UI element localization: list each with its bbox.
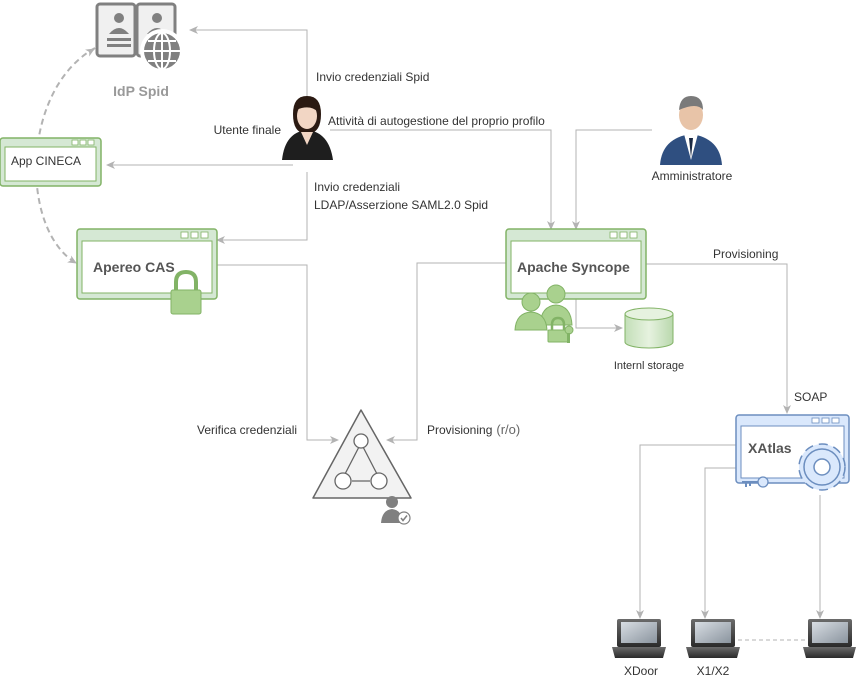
internal-storage-node: Internl storage <box>614 307 684 372</box>
edge-syncope-ldap <box>386 262 506 444</box>
x1x2-label: X1/X2 <box>697 664 730 677</box>
edge-xatlas-xdoor <box>636 444 736 619</box>
laptop-icon <box>686 619 740 658</box>
padlock-icon <box>170 269 202 315</box>
edge-admin-syncope <box>572 129 652 230</box>
apache-syncope-label: Apache Syncope <box>517 259 630 275</box>
edge-cas-ldap <box>217 264 339 444</box>
label-provisioning-ro: Provisioning(r/o) <box>427 422 520 437</box>
utente-finale-label: Utente finale <box>214 123 282 137</box>
apereo-cas-node: Apereo CAS <box>76 228 218 315</box>
xatlas-label: XAtlas <box>748 440 792 456</box>
label-invio-spid: Invio credenziali Spid <box>316 70 429 84</box>
label-invio-ldap-1: Invio credenziali <box>314 180 400 194</box>
gear-icon <box>798 443 846 491</box>
edge-utente-syncope <box>330 129 555 230</box>
amministratore-node: Amministratore <box>652 96 733 183</box>
edge-idp-cas-dashed-head <box>85 48 95 57</box>
laptop-x1x2: X1/X2 <box>686 619 740 677</box>
apache-syncope-node: Apache Syncope <box>505 228 647 343</box>
idp-spid-node: IdP Spid <box>95 2 184 99</box>
directory-triangle-icon <box>312 409 412 499</box>
xdoor-label: XDoor <box>624 664 658 677</box>
laptop-icon <box>803 619 856 658</box>
app-cineca-label: App CINECA <box>11 154 81 168</box>
edge-xatlas-x1x2 <box>701 467 736 619</box>
utente-finale-node: Utente finale <box>214 96 333 160</box>
xatlas-node: XAtlas <box>735 414 850 491</box>
edge-syncope-storage <box>575 298 623 332</box>
label-invio-ldap-2: LDAP/Asserzione SAML2.0 Spid <box>314 198 488 212</box>
edge-syncope-xatlas <box>646 263 791 414</box>
key-icon <box>742 476 769 488</box>
businessman-user-icon <box>660 96 722 165</box>
label-autogestione: Attività di autogestione del proprio pro… <box>328 114 545 128</box>
directory-node <box>312 409 412 525</box>
laptop-third <box>803 619 856 658</box>
label-provisioning: Provisioning <box>713 247 778 261</box>
edge-utente-cas <box>216 172 308 244</box>
users-lock-icon <box>514 284 574 343</box>
laptop-xdoor: XDoor <box>612 619 666 677</box>
label-verifica: Verifica credenziali <box>197 423 297 437</box>
label-soap: SOAP <box>794 390 827 404</box>
internal-storage-label: Internl storage <box>614 360 684 372</box>
edge-utente-idp <box>189 26 308 100</box>
app-cineca-node: App CINECA <box>0 137 102 187</box>
verified-user-icon <box>381 496 411 525</box>
laptop-icon <box>612 619 666 658</box>
idp-spid-label: IdP Spid <box>113 83 169 99</box>
globe-icon <box>140 29 184 73</box>
label-provisioning-ro-suffix: (r/o) <box>496 422 520 437</box>
database-icon <box>624 307 674 349</box>
apereo-cas-label: Apereo CAS <box>93 259 175 275</box>
woman-user-icon <box>282 96 333 160</box>
edge-labels: Invio credenziali Spid Attività di autog… <box>197 70 827 437</box>
amministratore-label: Amministratore <box>652 169 733 183</box>
